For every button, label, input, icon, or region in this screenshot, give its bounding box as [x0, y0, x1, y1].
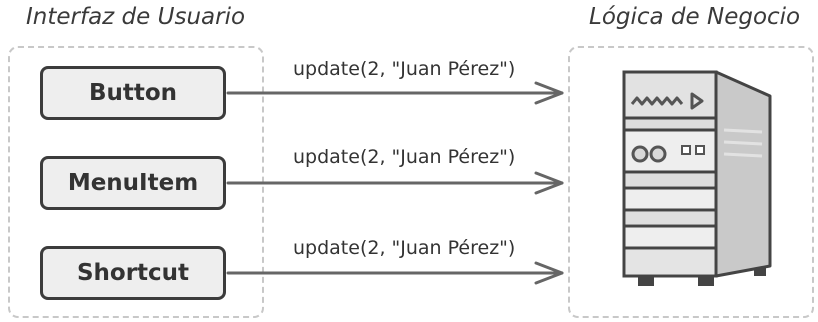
- button-element[interactable]: Button: [40, 66, 226, 120]
- arrow-menuitem-to-logic: [226, 171, 564, 195]
- ui-group-title: Interfaz de Usuario: [26, 4, 246, 30]
- arrow-shortcut-to-logic: [226, 261, 564, 285]
- menuitem-element[interactable]: MenuItem: [40, 156, 226, 210]
- call-label-button: update(2, "Juan Pérez"): [293, 58, 516, 80]
- shortcut-element[interactable]: Shortcut: [40, 246, 226, 300]
- server-icon: [622, 70, 772, 286]
- logic-group-frame: [568, 46, 814, 318]
- call-label-shortcut: update(2, "Juan Pérez"): [293, 237, 516, 259]
- call-label-menuitem: update(2, "Juan Pérez"): [293, 146, 516, 168]
- logic-group-title: Lógica de Negocio: [589, 4, 801, 30]
- arrow-button-to-logic: [226, 81, 564, 105]
